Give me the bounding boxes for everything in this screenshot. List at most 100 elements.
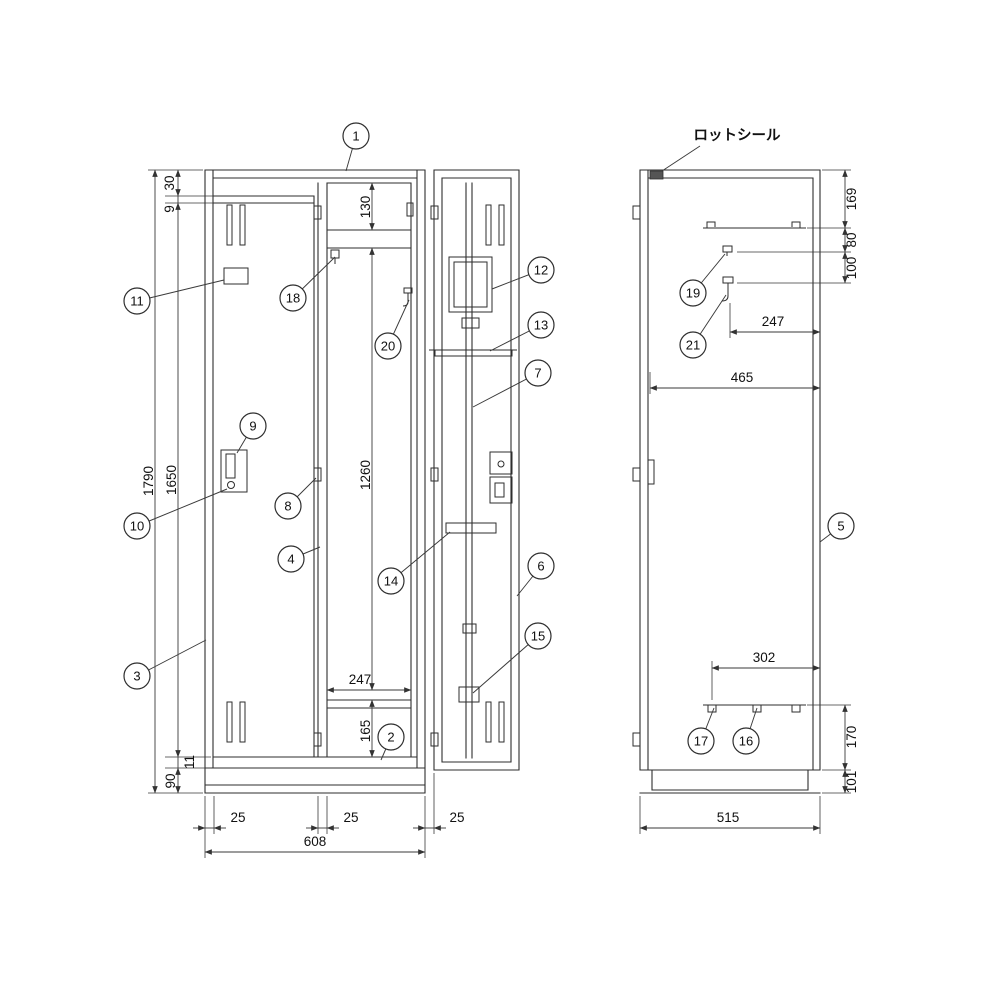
- dim-door-height: 1650: [164, 202, 181, 758]
- lot-seal-text: ロットシール: [694, 128, 781, 144]
- callout-9: 9: [239, 412, 267, 440]
- dim-text-465: 465: [731, 370, 754, 385]
- callout-21: 21: [679, 331, 707, 359]
- rod-clip-lower: [462, 623, 477, 634]
- door-hinge-bottom: [430, 732, 439, 747]
- catch-mark: [406, 202, 414, 217]
- dim-bottom-rail-span: 302: [711, 650, 821, 671]
- callout-20-label: 20: [381, 339, 395, 354]
- callout-20: 20: [374, 332, 402, 360]
- callout-12-label: 12: [534, 263, 548, 278]
- door-hinge-top: [430, 205, 439, 220]
- lock-recess: [489, 451, 513, 504]
- callout-7-label: 7: [534, 366, 541, 381]
- dim-hook-to-back: 247: [729, 314, 821, 335]
- mirror: [448, 256, 493, 313]
- callout-16-label: 16: [739, 734, 753, 749]
- dim-text-100: 100: [844, 257, 859, 280]
- callout-18: 18: [279, 284, 307, 312]
- dim-overall-depth: 515: [639, 810, 821, 831]
- callout-18-label: 18: [286, 291, 300, 306]
- dim-compartment-width: 247: [326, 672, 412, 693]
- door-hinge-mid: [430, 467, 439, 482]
- dim-frame-mid: 25: [306, 810, 359, 831]
- dim-text-169: 169: [844, 188, 859, 211]
- side-hinge-mid: [632, 467, 641, 482]
- callout-15: 15: [524, 622, 552, 650]
- callout-10: 10: [123, 512, 151, 540]
- name-plate: [223, 267, 249, 285]
- left-door: [220, 204, 249, 743]
- dim-text-9: 9: [162, 205, 177, 213]
- callout-12: 12: [527, 256, 555, 284]
- door-vent-slots-bottom: [485, 701, 505, 743]
- dim-base: 101: [842, 769, 859, 794]
- hinge-mark-mid: [313, 467, 322, 482]
- dim-overall-height: 1790: [141, 169, 158, 794]
- callout-5: 5: [827, 512, 855, 540]
- dim-hook-drop: 100: [842, 251, 859, 284]
- lot-seal: [649, 170, 664, 180]
- callout-4: 4: [277, 545, 305, 573]
- open-door: [429, 169, 520, 771]
- callout-16: 16: [732, 727, 760, 755]
- dim-text-608: 608: [304, 834, 327, 849]
- dim-text-80: 80: [844, 232, 859, 247]
- vent-slots-top: [226, 204, 246, 246]
- callout-3: 3: [123, 662, 151, 690]
- bottom-hook-mid: [752, 704, 762, 713]
- dim-base-height: 90: [163, 767, 181, 794]
- callout-5-label: 5: [837, 519, 844, 534]
- door-lock: [220, 449, 248, 493]
- dim-text-1650: 1650: [164, 465, 179, 495]
- callout-1: 1: [342, 122, 370, 150]
- dim-top-to-rail: 169: [842, 169, 859, 229]
- lot-seal-label: ロットシール: [661, 128, 781, 172]
- callout-6: 6: [527, 552, 555, 580]
- bottom-hook-rail: [703, 704, 806, 713]
- hinge-mark-bottom: [313, 732, 322, 747]
- side-hinge-bottom: [632, 732, 641, 747]
- dim-text-247-side: 247: [762, 314, 785, 329]
- dim-top-gap: 9: [162, 196, 179, 213]
- dim-text-30: 30: [162, 175, 177, 190]
- callout-2: 2: [377, 723, 405, 751]
- callout-leaders: [136, 135, 842, 761]
- dim-text-101: 101: [844, 771, 859, 794]
- door-vent-slots-top: [485, 204, 505, 246]
- side-hinge-top: [632, 205, 641, 220]
- callout-19-label: 19: [686, 286, 700, 301]
- dimensions-front: 1790 1650 30 9 11 90 130 1260: [141, 169, 465, 858]
- dim-text-130: 130: [358, 196, 373, 219]
- dim-text-11: 11: [182, 755, 197, 769]
- door-shelf: [429, 349, 517, 357]
- callouts: 1 2 3 4 5 6 7 8 9 10 11 12 13 14 15 16 1…: [123, 122, 855, 755]
- vent-slots-bottom: [226, 701, 246, 743]
- dim-text-1260: 1260: [358, 460, 373, 490]
- dim-text-1790: 1790: [141, 466, 156, 496]
- dim-frame-right: 25: [413, 810, 465, 831]
- dim-bottom-space: 165: [358, 699, 375, 758]
- callout-14-label: 14: [384, 574, 398, 589]
- dim-text-25-left: 25: [230, 810, 245, 825]
- side-outline: [639, 169, 821, 794]
- j-hook: [721, 276, 734, 302]
- dim-text-247-front: 247: [349, 672, 372, 687]
- callout-4-label: 4: [287, 552, 294, 567]
- callout-11-label: 11: [130, 294, 144, 309]
- dim-text-165: 165: [358, 720, 373, 743]
- callout-1-label: 1: [352, 129, 359, 144]
- callout-6-label: 6: [537, 559, 544, 574]
- side-lock-mark: [647, 459, 655, 485]
- callout-17-label: 17: [694, 734, 708, 749]
- door-bracket: [445, 522, 497, 534]
- callout-3-label: 3: [133, 669, 140, 684]
- callout-17: 17: [687, 727, 715, 755]
- callout-10-label: 10: [130, 519, 144, 534]
- dim-text-90: 90: [163, 773, 178, 788]
- rod-clip-upper: [461, 317, 480, 329]
- dim-rail-to-bottom: 170: [842, 704, 859, 771]
- dim-frame-left: 25: [193, 810, 246, 831]
- callout-8-label: 8: [284, 499, 291, 514]
